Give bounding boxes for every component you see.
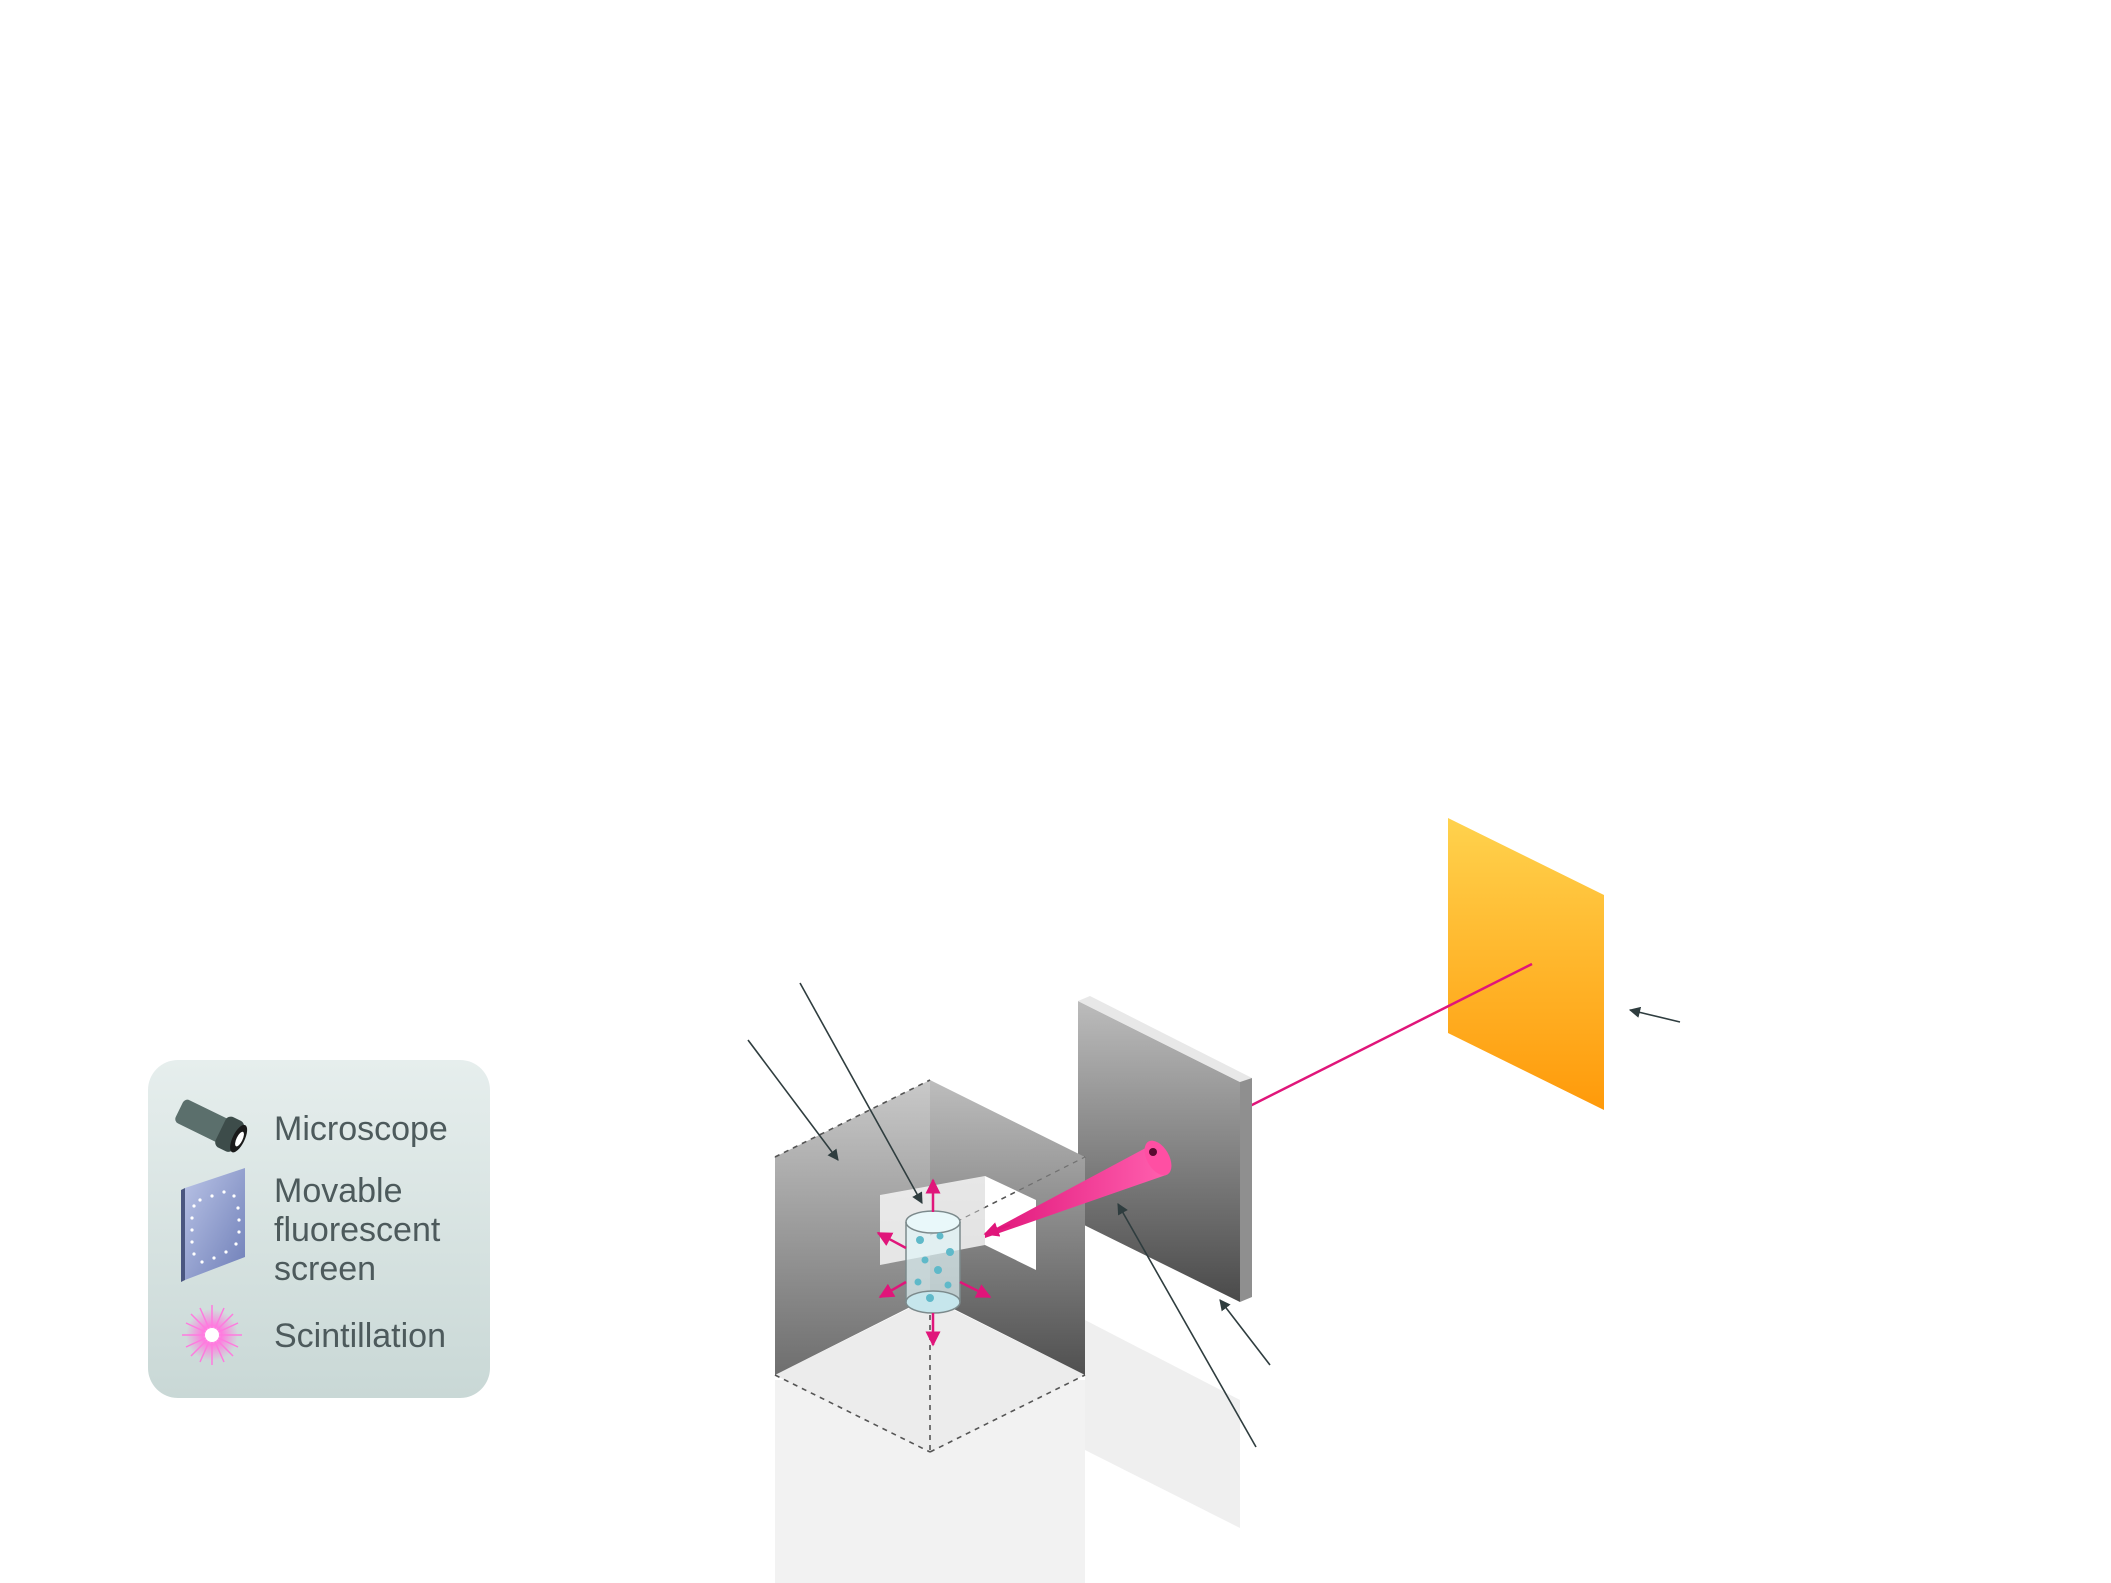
scatter-arrows xyxy=(876,1178,1011,1347)
legend-label-microscope: Microscope xyxy=(274,1110,448,1148)
callout-foil-cylinder xyxy=(799,982,923,1204)
callout-alpha-beam xyxy=(1117,1203,1257,1448)
svg-text:Scintillation: Scintillation xyxy=(274,1317,446,1355)
scintillation-icon xyxy=(182,1305,242,1365)
legend-label-screen-1: Movable xyxy=(274,1172,403,1210)
callout-gold-foil xyxy=(1628,1006,1681,1023)
callout-leaders xyxy=(747,982,1681,1448)
legend: Microscope Movable fluorescent screen xyxy=(148,1060,490,1398)
floor-shadow xyxy=(775,1298,1240,1583)
fluorescent-screen-icon xyxy=(181,1168,245,1282)
callout-collimator xyxy=(1219,1299,1271,1366)
microscope-icon xyxy=(175,1099,248,1153)
callout-chamber-wall xyxy=(747,1039,839,1161)
legend-label-screen-3: screen xyxy=(274,1250,376,1288)
legend-label-screen-2: fluorescent xyxy=(274,1211,441,1249)
foil-cylinder xyxy=(905,1210,961,1314)
source-beam-cone xyxy=(985,1140,1172,1238)
svg-text:Movable fluorescent: Movable fluorescent screen xyxy=(274,1172,450,1288)
legend-label-scintillation: Scintillation xyxy=(274,1317,446,1355)
svg-text:Microscope: Microscope xyxy=(274,1110,448,1148)
alpha-beam-line xyxy=(1241,962,1533,1112)
gold-foil xyxy=(1448,818,1604,1110)
